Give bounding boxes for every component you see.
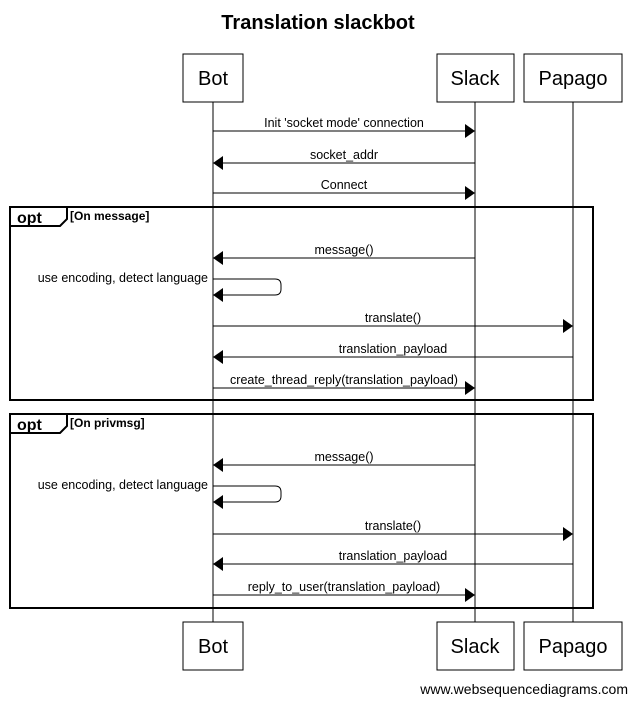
actor-bot-top: Bot <box>182 53 244 103</box>
actor-box <box>182 53 244 103</box>
message-init-socket-mode-connection: Init 'socket mode' connection <box>213 116 475 138</box>
actor-box <box>523 53 623 103</box>
self-message-arrow <box>213 278 282 302</box>
actor-box <box>436 621 515 671</box>
message-label: create_thread_reply(translation_payload) <box>230 373 458 387</box>
message-label: use encoding, detect language <box>38 271 208 285</box>
actor-label: Bot <box>198 68 228 90</box>
message-translation-payload: translation_payload <box>213 549 573 571</box>
footer-credit[interactable]: www.websequencediagrams.com <box>419 681 628 697</box>
actor-label: Slack <box>451 68 501 90</box>
diagram-title: Translation slackbot <box>221 12 415 34</box>
message-label: message() <box>314 450 373 464</box>
actor-box <box>523 621 623 671</box>
message-create-thread-reply-translation-payload: create_thread_reply(translation_payload) <box>213 373 475 395</box>
actor-box <box>182 621 244 671</box>
opt-fragment: opt [On message] <box>9 206 594 401</box>
fragment-tab <box>10 207 68 227</box>
actor-slack-bottom: Slack <box>436 621 515 671</box>
self-message-arrow <box>213 485 282 509</box>
message-label: translation_payload <box>339 342 447 356</box>
message-label: Connect <box>321 178 368 192</box>
opt-fragment: opt [On privmsg] <box>9 413 594 609</box>
actor-label: Papago <box>539 636 608 658</box>
message-reply-to-user-translation-payload: reply_to_user(translation_payload) <box>213 580 475 602</box>
message-message: message() <box>213 243 475 265</box>
message-label: translation_payload <box>339 549 447 563</box>
message-label: use encoding, detect language <box>38 478 208 492</box>
fragment-condition: [On message] <box>70 209 149 223</box>
fragments: opt [On message] opt [On privmsg] <box>9 206 594 609</box>
actor-bot-bottom: Bot <box>182 621 244 671</box>
actor-papago-top: Papago <box>523 53 623 103</box>
message-use-encoding-detect-language: use encoding, detect language <box>38 478 282 509</box>
message-translation-payload: translation_payload <box>213 342 573 364</box>
message-label: translate() <box>365 311 421 325</box>
message-message: message() <box>213 450 475 472</box>
message-socket-addr: socket_addr <box>213 148 475 170</box>
messages: Init 'socket mode' connection socket_addr… <box>38 116 573 602</box>
actor-label: Papago <box>539 68 608 90</box>
fragment-keyword: opt <box>17 417 43 434</box>
actor-papago-bottom: Papago <box>523 621 623 671</box>
message-label: message() <box>314 243 373 257</box>
actor-slack-top: Slack <box>436 53 515 103</box>
message-label: reply_to_user(translation_payload) <box>248 580 440 594</box>
fragment-frame <box>9 413 594 609</box>
message-use-encoding-detect-language: use encoding, detect language <box>38 271 282 302</box>
message-translate: translate() <box>213 519 573 541</box>
actor-box <box>436 53 515 103</box>
message-connect: Connect <box>213 178 475 200</box>
message-label: socket_addr <box>310 148 378 162</box>
fragment-condition: [On privmsg] <box>70 416 145 430</box>
actor-label: Slack <box>451 636 501 658</box>
fragment-tab <box>10 414 68 434</box>
message-translate: translate() <box>213 311 573 333</box>
message-label: translate() <box>365 519 421 533</box>
fragment-keyword: opt <box>17 210 43 227</box>
message-label: Init 'socket mode' connection <box>264 116 424 130</box>
fragment-frame <box>9 206 594 401</box>
actor-label: Bot <box>198 636 228 658</box>
lifelines <box>212 102 574 622</box>
